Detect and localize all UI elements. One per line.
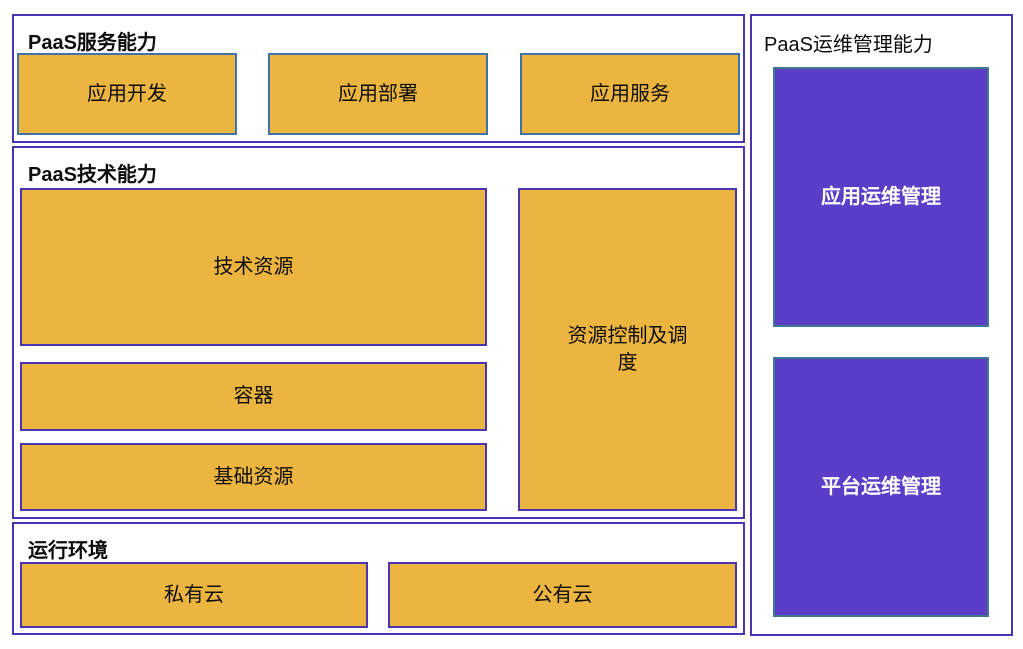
box-app-ops-management: 应用运维管理 <box>773 67 989 327</box>
section-title-paas-service: PaaS服务能力 <box>28 32 157 54</box>
box-basic-resources: 基础资源 <box>20 443 487 511</box>
section-paas-service-capability: PaaS服务能力 应用开发 应用部署 应用服务 <box>12 14 745 143</box>
box-resource-control-scheduling: 资源控制及调度 <box>518 188 737 511</box>
box-platform-ops-management: 平台运维管理 <box>773 357 989 617</box>
box-app-deployment: 应用部署 <box>268 53 488 135</box>
box-container: 容器 <box>20 362 487 431</box>
box-public-cloud: 公有云 <box>388 562 737 628</box>
box-app-services: 应用服务 <box>520 53 740 135</box>
box-app-development: 应用开发 <box>17 53 237 135</box>
section-runtime-environment: 运行环境 私有云 公有云 <box>12 522 745 635</box>
section-title-paas-tech: PaaS技术能力 <box>28 164 157 186</box>
section-title-runtime-env: 运行环境 <box>28 540 108 562</box>
section-paas-ops-management: PaaS运维管理能力 应用运维管理 平台运维管理 <box>750 14 1013 636</box>
section-paas-tech-capability: PaaS技术能力 技术资源 容器 基础资源 资源控制及调度 <box>12 146 745 519</box>
section-title-paas-ops: PaaS运维管理能力 <box>764 34 933 56</box>
box-technical-resources: 技术资源 <box>20 188 487 346</box>
box-private-cloud: 私有云 <box>20 562 368 628</box>
